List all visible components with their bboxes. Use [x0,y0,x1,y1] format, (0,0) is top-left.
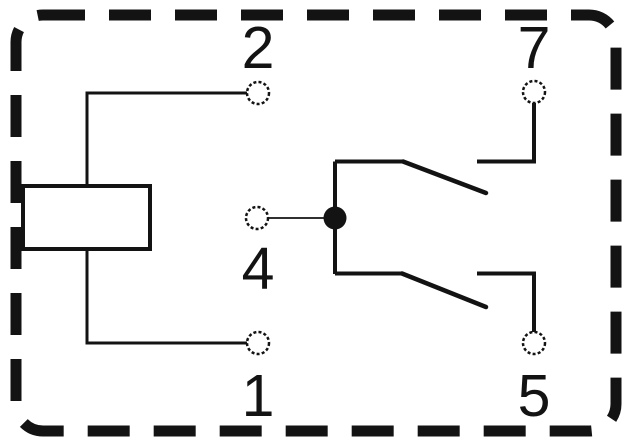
terminal-circle-pin1 [245,330,271,356]
lower-fixed-contact-wire [477,271,536,332]
pin-label-2: 2 [242,15,275,81]
terminal-circle-pin4 [244,205,270,231]
package-outline-dashed-border [10,9,622,437]
upper-fixed-contact-wire [477,103,536,164]
terminal-circle-pin5 [521,330,547,356]
coil-symbol [21,184,152,251]
pin-label-1: 1 [242,363,275,429]
terminal-circle-pin7 [521,79,547,105]
pin-label-7: 7 [518,15,551,81]
lower-contact-blade [399,271,489,310]
pin-label-4: 4 [242,236,275,302]
terminal-circle-pin2 [245,80,271,106]
wire-coil-to-pin1 [85,249,247,345]
pin-label-5: 5 [518,363,551,429]
wire-pin2-to-coil [85,91,247,186]
upper-contact-blade [400,159,489,196]
